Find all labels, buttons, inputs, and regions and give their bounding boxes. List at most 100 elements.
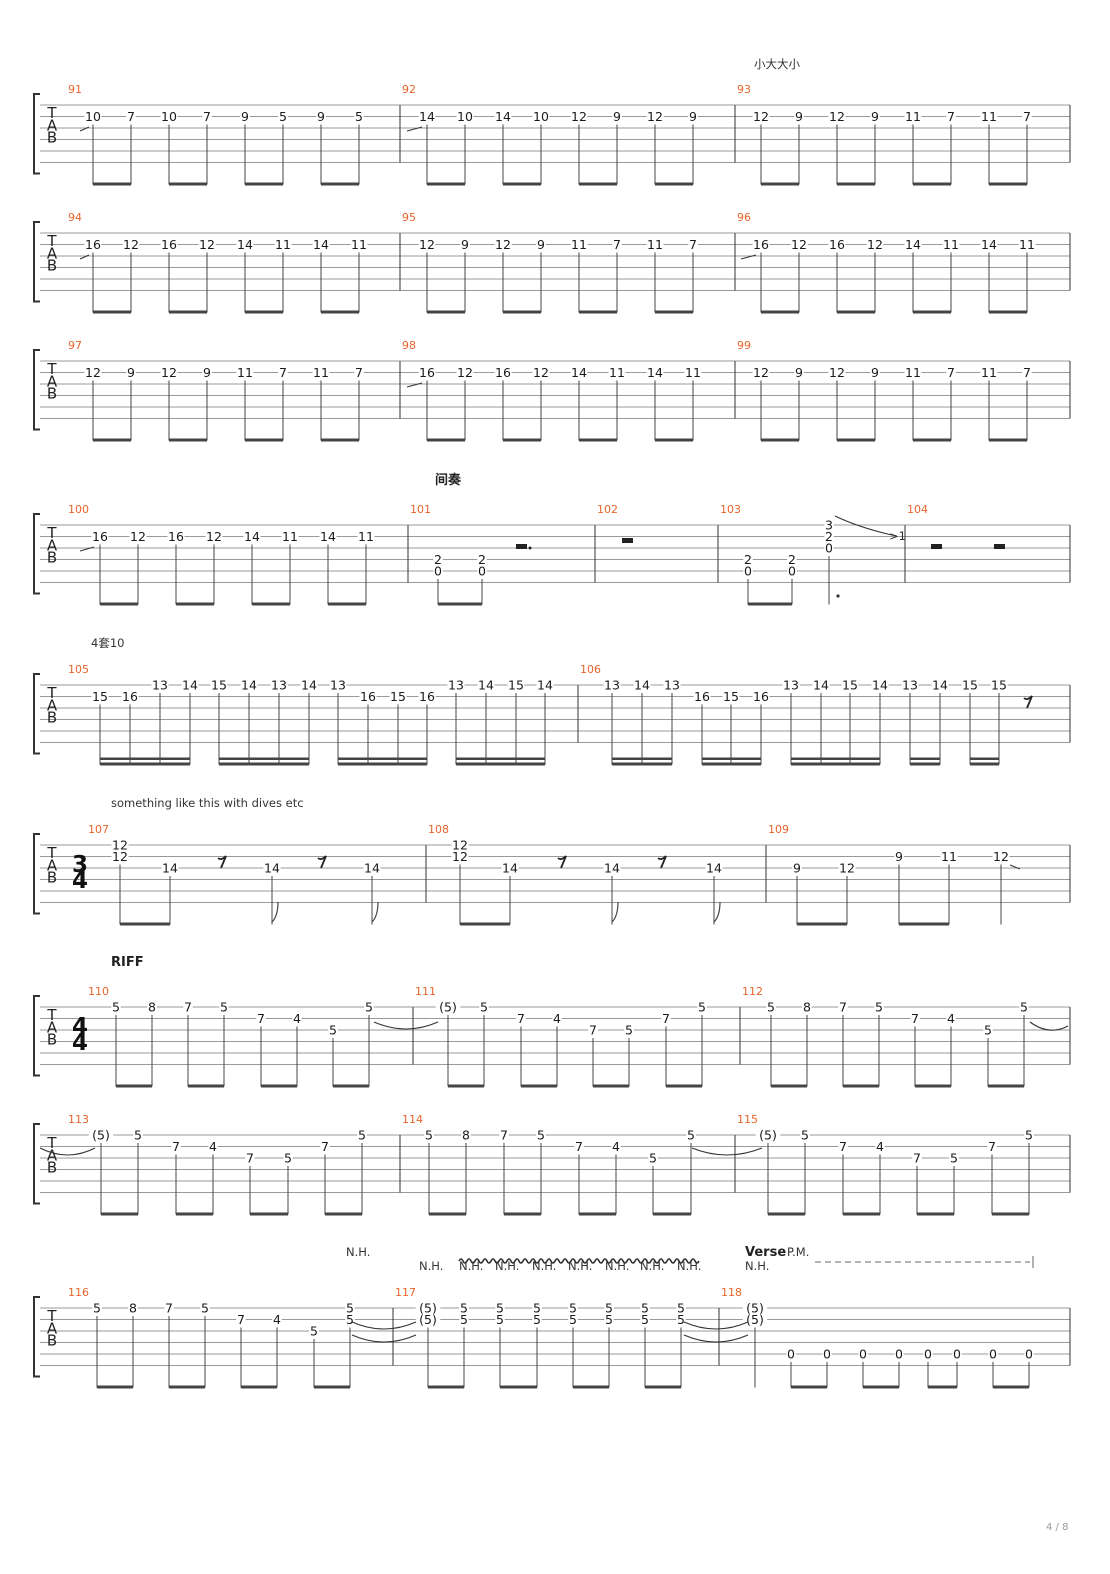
fret-bg	[435, 1001, 461, 1014]
fret-bg	[743, 565, 753, 578]
fret-bg	[743, 554, 753, 566]
fret-number: 7	[127, 109, 135, 124]
fret-bg	[611, 1141, 621, 1153]
fret-number: 7	[911, 1011, 919, 1026]
fret-number: 12	[199, 237, 215, 252]
fret-number: 15	[508, 678, 524, 693]
beam	[837, 438, 875, 442]
fret-number: 14	[604, 861, 620, 876]
fret-bg	[129, 531, 147, 543]
fret-number: 12	[791, 237, 807, 252]
tab-clef-letter: A	[47, 536, 58, 554]
tab-clef-letter: B	[47, 709, 57, 727]
fret-number: 9	[689, 109, 697, 124]
tab-clef-letter: T	[46, 524, 57, 542]
fret-number: 15	[390, 689, 406, 704]
fret-bg	[870, 367, 880, 379]
beam	[93, 310, 131, 314]
fret-bg	[646, 239, 664, 251]
fret-bg	[688, 111, 698, 123]
fret-number: 5	[480, 1000, 488, 1015]
fret-number: 5	[284, 1151, 292, 1166]
fret-number: 9	[795, 365, 803, 380]
fret-number: 14	[495, 109, 511, 124]
fret-number: 5	[537, 1128, 545, 1143]
fret-bg	[688, 239, 698, 251]
measure-number: 98	[402, 339, 416, 352]
fret-bg	[536, 1129, 546, 1142]
fret-number: 12	[495, 237, 511, 252]
beam	[116, 1084, 152, 1088]
fret-number: 13	[152, 678, 168, 693]
fret-bg	[742, 1314, 768, 1326]
fret-number: 14	[813, 678, 829, 693]
fret-number: 7	[184, 1000, 192, 1015]
beam	[989, 438, 1027, 442]
fret-bg	[923, 1348, 933, 1361]
fret-number: 14	[905, 237, 921, 252]
fret-bg	[633, 679, 651, 692]
fret-number: 9	[241, 109, 249, 124]
system-bracket	[33, 995, 40, 1077]
fret-number: 7	[246, 1151, 254, 1166]
fret-bg	[648, 1152, 658, 1165]
fret-number: 5	[950, 1151, 958, 1166]
fret-number: 5	[134, 1128, 142, 1143]
fret-number: 14	[320, 529, 336, 544]
beam	[837, 182, 875, 186]
fret-number: 5	[346, 1312, 354, 1327]
fret-bg	[824, 542, 834, 555]
beam	[521, 1084, 557, 1088]
tab-clef-letter: A	[47, 244, 58, 262]
fret-bg	[705, 862, 723, 875]
fret-bg	[794, 367, 804, 379]
fret-number: 0	[924, 1347, 932, 1362]
fret-bg	[980, 111, 998, 123]
fret-number: 15	[211, 678, 227, 693]
beam	[448, 1084, 484, 1088]
fret-bg	[477, 565, 487, 578]
fret-number: 5	[346, 1301, 354, 1316]
fret-number: 12	[85, 365, 101, 380]
fret-number: 11	[685, 365, 701, 380]
system-bracket	[33, 1123, 40, 1205]
fret-number: (5)	[439, 1000, 457, 1015]
fret-number: 13	[902, 678, 918, 693]
fret-number: 15	[991, 678, 1007, 693]
fret-number: 13	[271, 678, 287, 693]
fret-bg	[461, 1129, 471, 1142]
fret-bg	[272, 1314, 282, 1326]
measure-number: 101	[410, 503, 431, 516]
fret-bg	[88, 1129, 114, 1142]
fret-bg	[300, 679, 318, 692]
fret-number: 16	[495, 365, 511, 380]
fret-number: 5	[677, 1301, 685, 1316]
measure-number: 111	[415, 985, 436, 998]
tab-clef-letter: T	[46, 1134, 57, 1152]
beam	[176, 1212, 213, 1216]
tab-clef-letter: T	[46, 844, 57, 862]
beam	[219, 762, 309, 766]
fret-bg	[278, 111, 288, 123]
fret-number: 11	[941, 849, 957, 864]
beam	[241, 1385, 277, 1389]
fret-bg	[415, 1302, 441, 1315]
fret-bg	[871, 679, 889, 692]
beam	[120, 922, 170, 926]
fret-number: (5)	[419, 1301, 437, 1316]
fret-bg	[786, 1348, 796, 1361]
fret-number: 5	[698, 1000, 706, 1015]
fret-bg	[359, 691, 377, 703]
fret-number: 5	[875, 1000, 883, 1015]
fret-number: 11	[981, 109, 997, 124]
fret-number: 12	[452, 838, 468, 853]
fret-number: 5	[93, 1301, 101, 1316]
fret-bg	[126, 367, 136, 379]
fret-bg	[693, 691, 711, 703]
fret-bg	[901, 679, 919, 692]
fret-bg	[128, 1302, 138, 1315]
fret-bg	[111, 1001, 121, 1014]
measure-number: 100	[68, 503, 89, 516]
beam	[579, 1212, 616, 1216]
beam	[245, 182, 283, 186]
